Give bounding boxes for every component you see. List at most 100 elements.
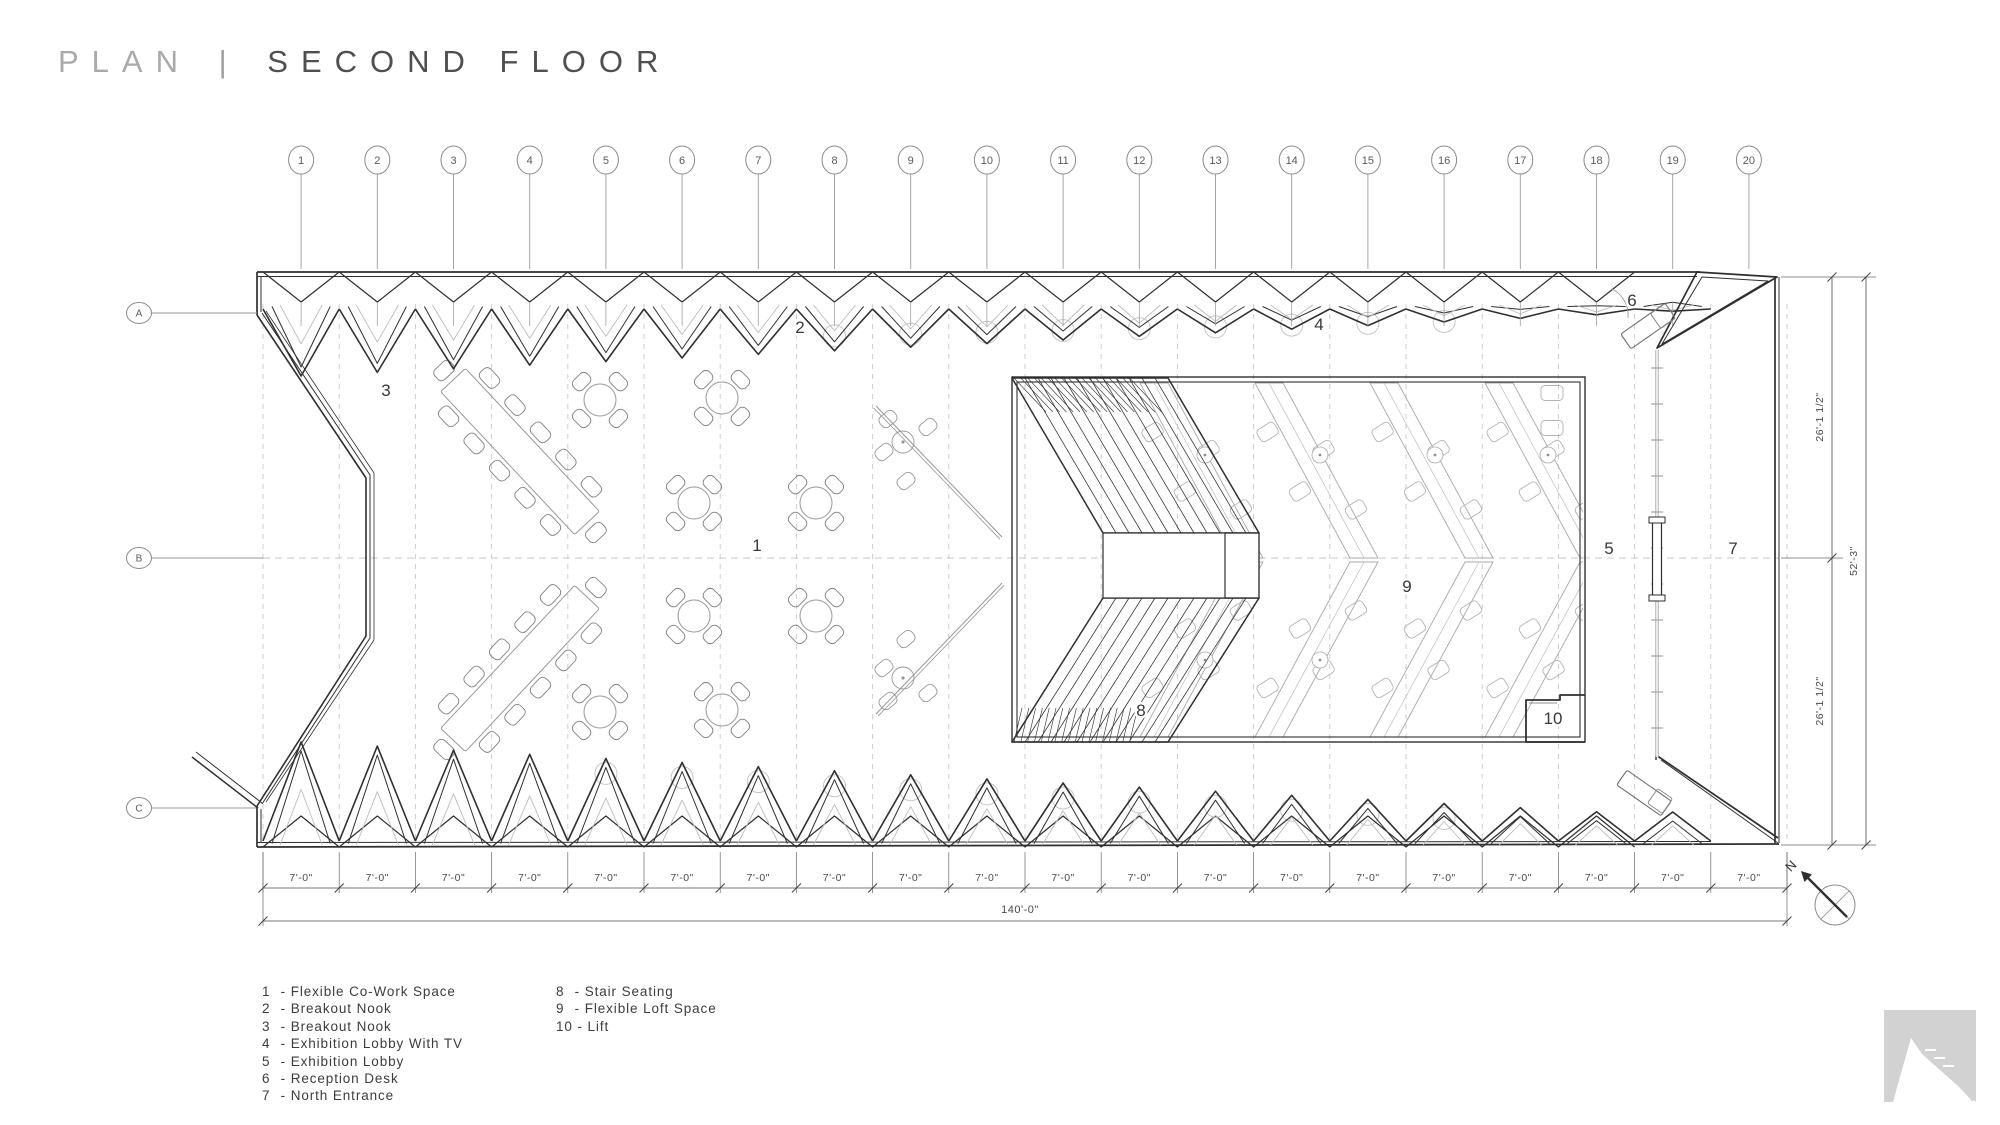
svg-text:4: 4 (527, 155, 533, 167)
co-work-round-tables (571, 369, 845, 741)
legend-item-label: - Breakout Nook (276, 1018, 392, 1034)
svg-text:14: 14 (1286, 155, 1298, 167)
legend-item: 9 - Flexible Loft Space (556, 1000, 717, 1017)
svg-text:7'-0": 7'-0" (1204, 872, 1227, 884)
svg-text:7: 7 (1728, 539, 1737, 558)
svg-text:15: 15 (1362, 155, 1374, 167)
svg-text:C: C (135, 804, 142, 815)
legend-item-number: 2 (262, 1001, 271, 1017)
svg-text:7'-0": 7'-0" (1509, 872, 1532, 884)
bottom-dimensions: 7'-0" 7'-0" 7'-0" 7'-0" 7'-0" 7'-0" 7'-0" 7'-0"… (258, 852, 1792, 926)
folded-facade (191, 271, 1780, 848)
legend-item: 10 - Lift (556, 1018, 717, 1035)
svg-text:7: 7 (755, 155, 761, 167)
loft-desk-rows (1139, 382, 1583, 738)
svg-text:3: 3 (381, 381, 390, 400)
svg-text:1: 1 (298, 155, 304, 167)
legend-item-number: 3 (262, 1018, 271, 1034)
legend-item: 6 - Reception Desk (262, 1070, 463, 1087)
title-floor: SECOND FLOOR (267, 44, 672, 79)
svg-text:18: 18 (1590, 155, 1602, 167)
svg-text:7'-0": 7'-0" (1356, 872, 1379, 884)
svg-text:17: 17 (1514, 155, 1526, 167)
svg-text:7'-0": 7'-0" (1051, 872, 1074, 884)
svg-text:7'-0": 7'-0" (670, 872, 693, 884)
stair-seating (1011, 377, 1260, 743)
legend-item-label: - Stair Seating (570, 984, 674, 999)
svg-text:7'-0": 7'-0" (1432, 872, 1455, 884)
legend-item-number: 1 (262, 984, 271, 999)
svg-text:5: 5 (603, 155, 609, 167)
svg-text:9: 9 (908, 155, 914, 167)
svg-text:7'-0": 7'-0" (1661, 872, 1684, 884)
breakout-partitions (873, 405, 1005, 717)
legend-item-label: - Reception Desk (276, 1071, 399, 1087)
legend-item-number: 8 (556, 984, 565, 999)
svg-text:6: 6 (1627, 291, 1636, 310)
svg-text:7'-0": 7'-0" (1280, 872, 1303, 884)
west-wall (256, 310, 375, 807)
legend-item: 3 - Breakout Nook (262, 1018, 463, 1035)
legend-item-label: - Flexible Loft Space (570, 1001, 717, 1017)
svg-text:7'-0": 7'-0" (518, 872, 541, 884)
svg-text:26'-1 1/2": 26'-1 1/2" (1814, 392, 1826, 441)
svg-text:7'-0": 7'-0" (899, 872, 922, 884)
svg-text:7'-0": 7'-0" (1585, 872, 1608, 884)
svg-text:7'-0": 7'-0" (366, 872, 389, 884)
legend-item: 5 - Exhibition Lobby (262, 1053, 463, 1070)
legend-item: 1 - Flexible Co-Work Space (262, 983, 463, 1000)
loft-space (1011, 376, 1586, 743)
svg-text:3: 3 (450, 155, 456, 167)
svg-text:7'-0": 7'-0" (594, 872, 617, 884)
legend-item-label: - Flexible Co-Work Space (276, 984, 456, 999)
legend-item: 7 - North Entrance (262, 1087, 463, 1104)
drawing-title: PLAN | SECOND FLOOR (58, 44, 671, 80)
svg-text:1: 1 (752, 536, 761, 555)
svg-text:7'-0": 7'-0" (442, 872, 465, 884)
svg-text:4: 4 (1314, 315, 1323, 334)
legend-item: 8 - Stair Seating (556, 983, 717, 1000)
svg-text:B: B (136, 554, 143, 565)
svg-text:26'-1 1/2": 26'-1 1/2" (1814, 676, 1826, 725)
svg-text:N: N (1782, 857, 1799, 874)
legend-item-label: - North Entrance (276, 1088, 395, 1104)
svg-text:5: 5 (1604, 539, 1613, 558)
svg-text:13: 13 (1209, 155, 1221, 167)
title-separator: | (218, 44, 240, 79)
svg-text:11: 11 (1057, 155, 1068, 167)
svg-text:19: 19 (1667, 155, 1679, 167)
svg-text:140'-0": 140'-0" (1001, 904, 1039, 916)
svg-text:7'-0": 7'-0" (975, 872, 998, 884)
svg-text:9: 9 (1402, 577, 1411, 596)
legend-item-number: 4 (262, 1036, 271, 1052)
svg-text:8: 8 (831, 155, 837, 167)
legend-item: 4 - Exhibition Lobby With TV (262, 1035, 463, 1052)
legend-item-number: 7 (262, 1088, 271, 1104)
svg-text:7'-0": 7'-0" (289, 872, 312, 884)
legend-item: 2 - Breakout Nook (262, 1000, 463, 1017)
legend-item-label: - Lift (572, 1018, 610, 1034)
right-dimensions: 26'-1 1/2" 26'-1 1/2" 52'-3" (1781, 272, 1876, 850)
legend-item-number: 9 (556, 1001, 565, 1017)
svg-text:6: 6 (679, 155, 685, 167)
svg-text:2: 2 (374, 155, 380, 167)
north-entrance-end (1648, 271, 1780, 844)
svg-text:12: 12 (1133, 155, 1145, 167)
logo-mark (1884, 1010, 1976, 1102)
legend-item-label: - Exhibition Lobby With TV (276, 1036, 463, 1052)
svg-text:A: A (136, 309, 143, 320)
row-grid: A B C (126, 302, 263, 819)
legend-item-number: 6 (262, 1071, 271, 1087)
svg-text:52'-3": 52'-3" (1848, 546, 1860, 576)
title-plan: PLAN (58, 44, 191, 79)
svg-text:10: 10 (981, 155, 993, 167)
legend-item-label: - Exhibition Lobby (276, 1053, 405, 1069)
svg-text:7'-0": 7'-0" (1128, 872, 1151, 884)
svg-text:10: 10 (1544, 709, 1563, 728)
